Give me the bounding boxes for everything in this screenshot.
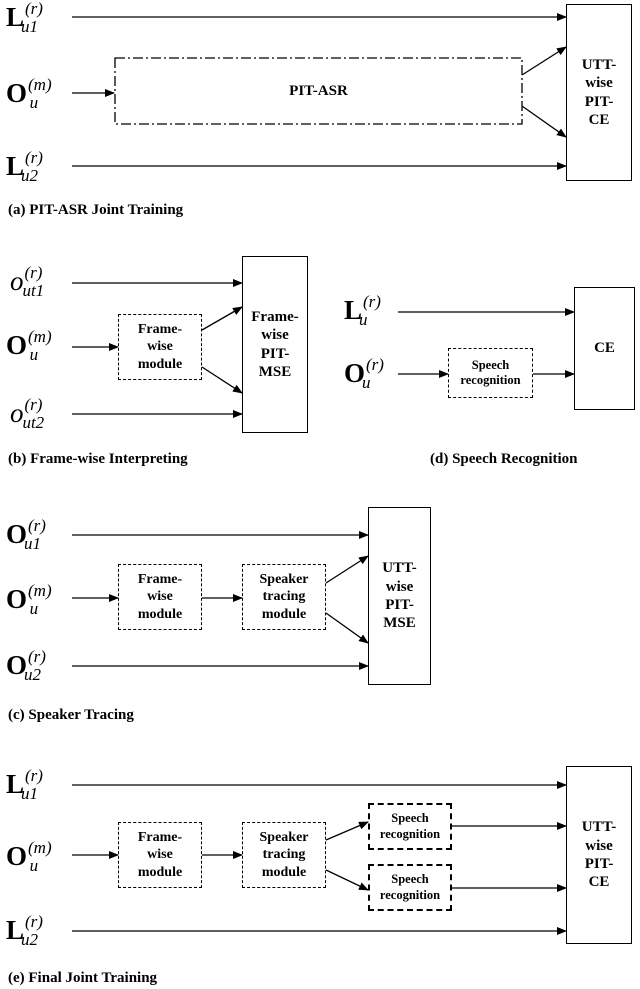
arrow-c-up <box>325 555 369 584</box>
input-l-u2: L(r)u2 <box>6 148 43 185</box>
arrow-e-down <box>325 869 369 891</box>
caption-b: (b) Frame-wise Interpreting <box>8 451 188 467</box>
frame-wise-module-e: Frame- wise module <box>118 822 202 888</box>
pit-asr-box-border <box>114 57 523 125</box>
arrow-b-down <box>201 366 243 394</box>
arrow-b-up <box>201 306 243 331</box>
speaker-tracing-module-e: Speaker tracing module <box>242 822 326 888</box>
input-o-u1: O(r)u1 <box>6 516 46 553</box>
input-o-ut2: o(r)ut2 <box>10 395 45 432</box>
arrow-a-down <box>521 105 567 138</box>
input-o-u-mixture-c: O(m)u <box>6 581 52 618</box>
input-o-ut1: o(r)ut1 <box>10 263 45 300</box>
input-l-u1-e: L(r)u1 <box>6 766 43 803</box>
arrow-e-up <box>325 821 369 841</box>
frame-wise-pit-mse-block: Frame- wise PIT- MSE <box>242 256 308 433</box>
caption-a: (a) PIT-ASR Joint Training <box>8 202 184 218</box>
input-o-u-mixture-b: O(m)u <box>6 327 52 364</box>
utt-wise-pit-ce-block-a: UTT- wise PIT- CE <box>566 4 632 181</box>
frame-wise-module-b: Frame- wise module <box>118 314 202 380</box>
caption-e: (e) Final Joint Training <box>8 970 158 986</box>
input-o-u-mixture: O(m)u <box>6 75 52 112</box>
input-o-u-ref: O(r)u <box>344 355 384 392</box>
input-l-u: L(r)u <box>344 292 381 329</box>
pit-asr-block: PIT-ASR <box>289 82 348 99</box>
ce-block: CE <box>574 287 635 410</box>
speech-recognition-module-d: Speech recognition <box>448 348 533 398</box>
caption-c: (c) Speaker Tracing <box>8 707 134 723</box>
speech-recognition-module-e1: Speech recognition <box>368 803 452 850</box>
arrow-a-up <box>521 46 567 76</box>
input-o-u2: O(r)u2 <box>6 647 46 684</box>
input-l-u2-e: L(r)u2 <box>6 912 43 949</box>
speech-recognition-module-e2: Speech recognition <box>368 864 452 911</box>
speaker-tracing-module-c: Speaker tracing module <box>242 564 326 630</box>
utt-wise-pit-ce-block-e: UTT- wise PIT- CE <box>566 766 632 944</box>
arrow-c-down <box>325 612 369 644</box>
input-o-u-mixture-e: O(m)u <box>6 838 52 875</box>
caption-d: (d) Speech Recognition <box>430 451 578 467</box>
input-l-u1: L(r)u1 <box>6 0 43 36</box>
utt-wise-pit-mse-block: UTT- wise PIT- MSE <box>368 507 431 685</box>
frame-wise-module-c: Frame- wise module <box>118 564 202 630</box>
